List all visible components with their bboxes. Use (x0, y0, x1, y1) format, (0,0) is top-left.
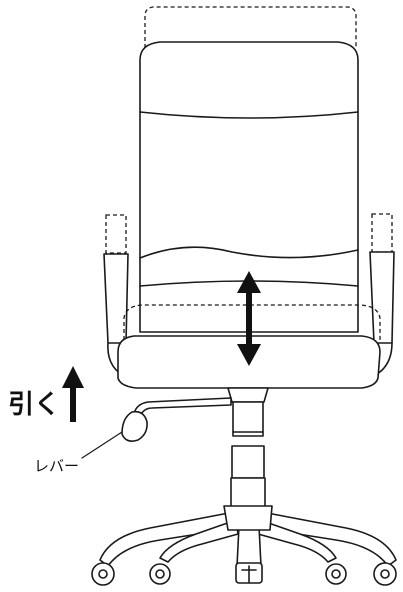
backrest-seam-upper (139, 111, 359, 119)
right-armrest-raised-outline (371, 213, 393, 253)
caster-left (91, 562, 115, 586)
base-leg-right (259, 511, 397, 567)
backrest (139, 41, 359, 333)
caster-front (235, 562, 263, 584)
caster-right (373, 562, 397, 586)
height-adjust-arrow (237, 271, 261, 366)
base-hub (223, 505, 273, 531)
gas-cylinder-lower (230, 477, 266, 509)
right-armrest (369, 251, 395, 344)
left-armrest-raised-outline (105, 214, 127, 254)
lever-leader-line (81, 431, 123, 459)
lever-knob (121, 410, 148, 442)
base-leg-front (236, 525, 262, 567)
seat-mechanism (227, 387, 269, 403)
base-leg-back-right (257, 519, 337, 563)
gas-cylinder-top (232, 401, 264, 437)
base-leg-back-left (159, 519, 239, 563)
caster-back-right (325, 563, 347, 585)
caster-back-left (149, 563, 171, 585)
gas-cylinder-cover (231, 445, 265, 479)
pull-label: 引く (8, 390, 60, 420)
lever-arm (133, 397, 232, 417)
backrest-raised-outline (144, 6, 357, 48)
arrow-up-icon (62, 366, 84, 422)
lever-label: レバー (34, 457, 79, 475)
backrest-seam-lower (139, 246, 359, 259)
